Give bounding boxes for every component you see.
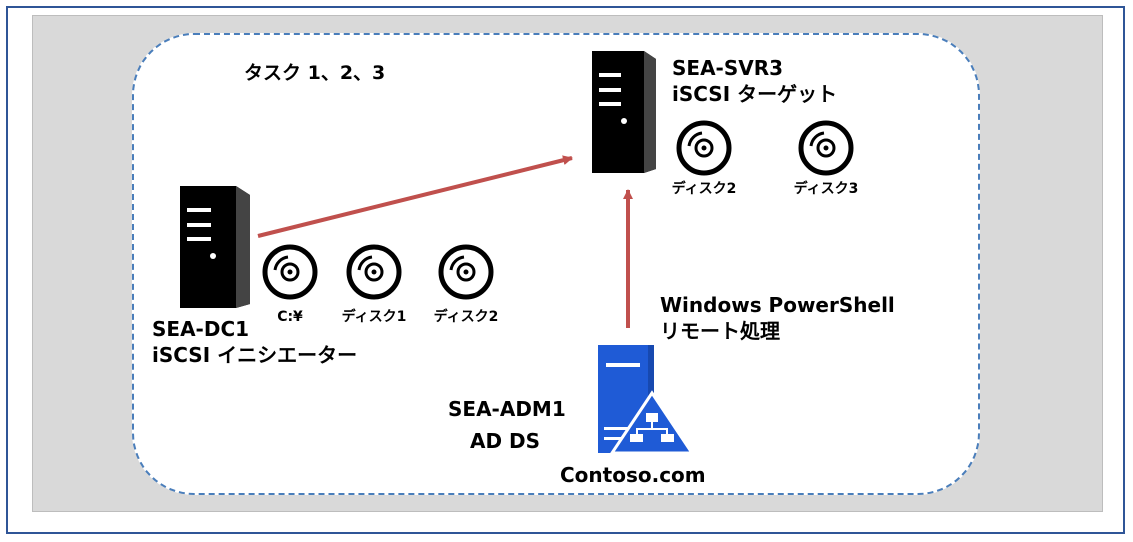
svr3-disk-label: ディスク2: [671, 181, 737, 197]
task-label: タスク 1、2、3: [244, 62, 386, 84]
disk-icon: [438, 244, 494, 300]
svr3-name: SEA-SVR3: [672, 56, 784, 80]
dc1-disk-label: ディスク2: [433, 309, 499, 325]
dc1-name: SEA-DC1: [152, 317, 250, 341]
arrow-dc1-to-svr3: [257, 155, 573, 238]
domain-controller-icon: [598, 345, 692, 453]
disk-icon: [676, 120, 732, 176]
adm1-role: AD DS: [470, 429, 541, 453]
dc1-disk-label: ディスク1: [341, 309, 407, 325]
svr3-disk-label: ディスク3: [793, 181, 859, 197]
server-tower-icon: [592, 51, 656, 173]
dc1-disk-label: C:¥: [277, 309, 303, 325]
domain-name: Contoso.com: [560, 463, 706, 487]
server-tower-icon: [180, 186, 250, 308]
disk-icon: [262, 244, 318, 300]
disk-icon: [346, 244, 402, 300]
remote-management-label: リモート処理: [660, 319, 780, 343]
svr3-role: iSCSI ターゲット: [672, 82, 838, 106]
remote-management-label: Windows PowerShell: [660, 293, 895, 317]
adm1-name: SEA-ADM1: [448, 397, 566, 421]
dc1-role: iSCSI イニシエーター: [152, 343, 358, 367]
disk-icon: [798, 120, 854, 176]
